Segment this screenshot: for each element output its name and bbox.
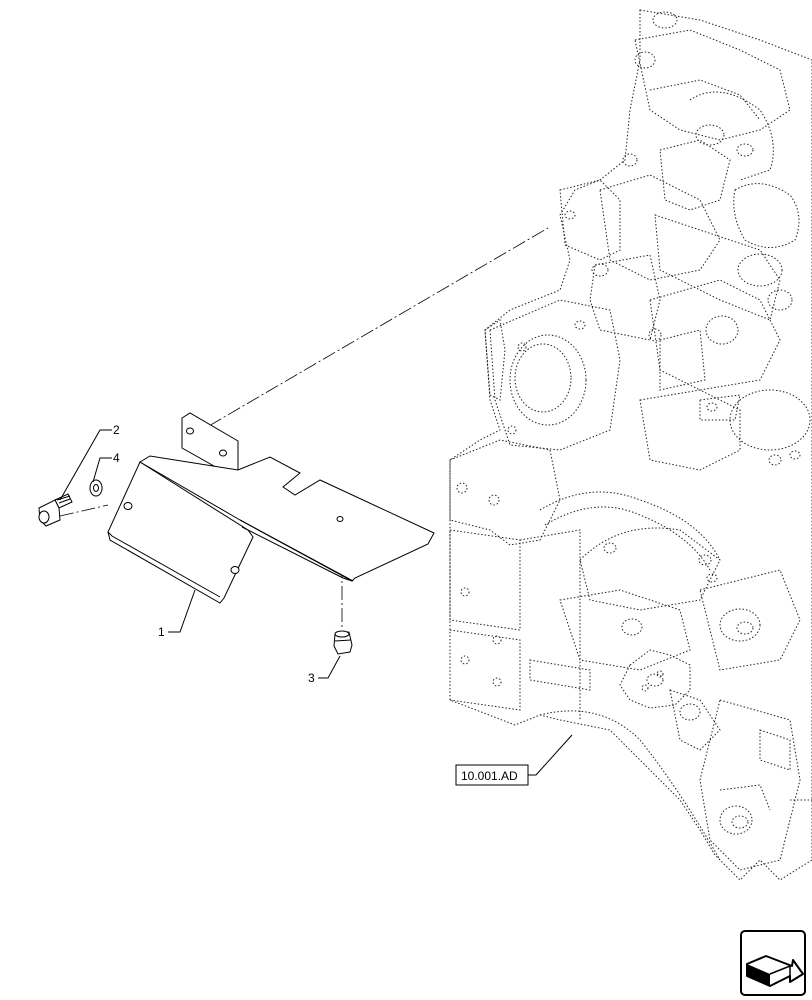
alignment-axis-lines bbox=[59, 227, 549, 628]
reference-box[interactable] bbox=[455, 764, 529, 786]
washer bbox=[89, 479, 103, 497]
next-page-arrow-icon[interactable] bbox=[740, 930, 806, 996]
fastener-nut bbox=[333, 630, 353, 655]
deflector-plate bbox=[107, 412, 435, 604]
reference-callout[interactable]: 10.001.AD bbox=[455, 764, 529, 786]
bolt bbox=[38, 493, 73, 527]
callout-2: 2 bbox=[113, 423, 120, 437]
callout-4: 4 bbox=[113, 451, 120, 465]
engine-block-outline bbox=[449, 9, 812, 881]
callout-leaders bbox=[59, 429, 573, 776]
callout-3: 3 bbox=[308, 671, 315, 685]
reference-label[interactable]: 10.001.AD bbox=[461, 769, 518, 783]
callout-1: 1 bbox=[158, 625, 165, 639]
